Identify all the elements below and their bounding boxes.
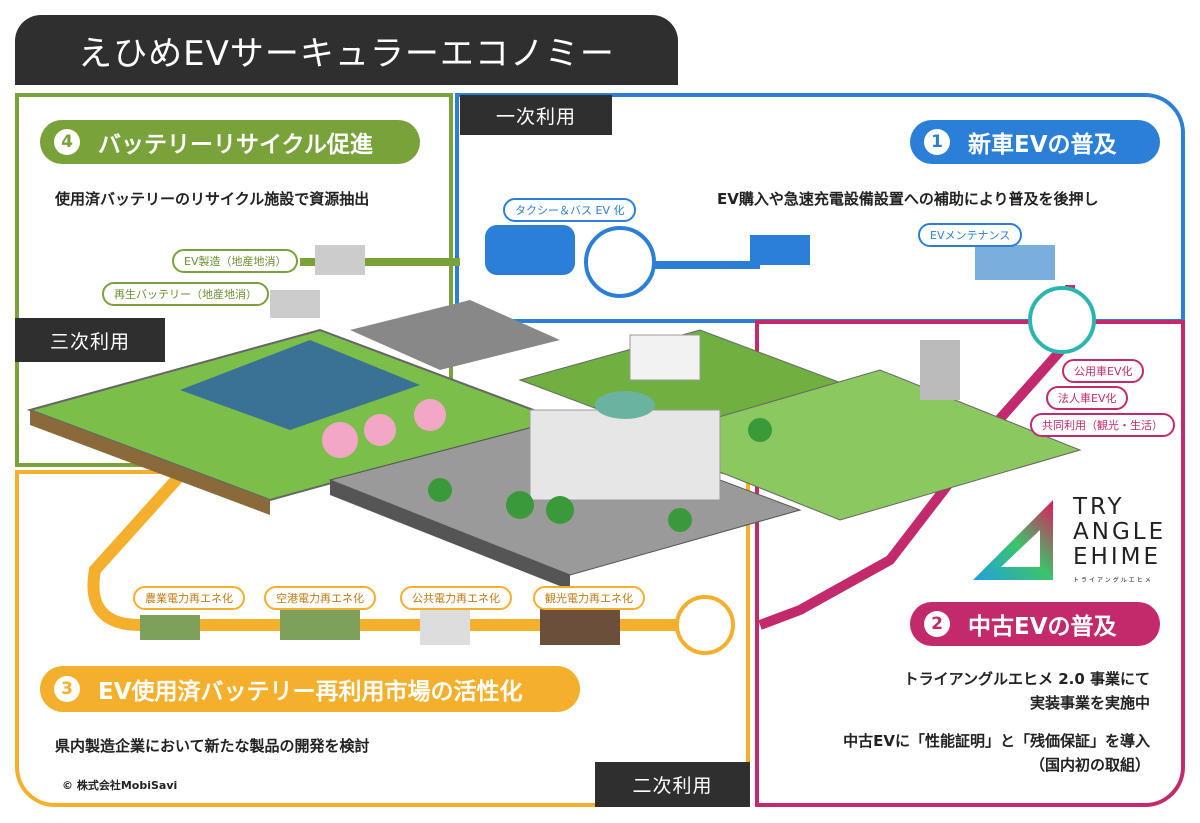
section-2-heading: 2 中古EVの普及 <box>910 602 1160 646</box>
section-number: 1 <box>924 129 950 155</box>
tag-airport-power: 空港電力再エネ化 <box>264 586 376 610</box>
tag-tourism-power: 観光電力再エネ化 <box>533 586 645 610</box>
section-title: 新車EVの普及 <box>968 132 1117 158</box>
stage-tertiary-label: 三次利用 <box>15 318 165 362</box>
apartment <box>920 340 960 400</box>
section-1-desc: EV購入や急速充電設備設置への補助により普及を後押し <box>717 190 1099 208</box>
logo-line: ANGLE <box>1073 519 1167 545</box>
hospital <box>629 334 701 381</box>
section-title: 中古EVの普及 <box>968 614 1117 640</box>
section-title: バッテリーリサイクル促進 <box>98 132 373 158</box>
section-3-heading: 3 EV使用済バッテリー再利用市場の活性化 <box>40 666 580 712</box>
try-angle-ehime-logo: TRY ANGLE EHIME トライアングルエヒメ <box>968 495 1168 590</box>
solar-field <box>180 340 420 430</box>
tag-agri-power: 農業電力再エネ化 <box>133 586 245 610</box>
tag-public-power: 公共電力再エネ化 <box>400 586 512 610</box>
tag-maintenance: EVメンテナンス <box>918 223 1023 247</box>
bus <box>485 225 575 275</box>
tag-public-car: 公用車EV化 <box>1062 359 1145 383</box>
taxi-circle <box>584 226 656 298</box>
section-number: 3 <box>54 676 80 702</box>
orange-arrow <box>87 465 690 631</box>
desc-line: トライアングルエヒメ 2.0 事業にて <box>903 670 1150 688</box>
tag-shared-use: 共同利用（観光・生活） <box>1030 413 1175 437</box>
stage-secondary-label: 二次利用 <box>595 762 750 807</box>
section-2-desc: トライアングルエヒメ 2.0 事業にて 実装事業を実施中 中古EVに「性能証明」… <box>843 667 1150 777</box>
copyright: © 株式会社MobiSavi <box>62 779 178 792</box>
section-4-desc: 使用済バッテリーのリサイクル施設で資源抽出 <box>55 190 370 208</box>
page-title: えひめEVサーキュラーエコノミー <box>15 15 678 85</box>
prefectural-office <box>529 409 721 501</box>
section-4-heading: 4 バッテリーリサイクル促進 <box>40 120 420 164</box>
section-number: 4 <box>54 129 80 155</box>
desc-line: （国内初の取組） <box>1029 756 1150 774</box>
ev-circle <box>1028 286 1096 354</box>
battery-stack <box>140 615 200 640</box>
tag-ev-manufacture: EV製造（地産地消） <box>172 249 299 273</box>
logo-line: TRY <box>1073 494 1125 520</box>
stage-primary-label: 一次利用 <box>460 95 612 135</box>
section-number: 2 <box>924 611 950 637</box>
section-title: EV使用済バッテリー再利用市場の活性化 <box>98 679 523 705</box>
tag-corporate-car: 法人車EV化 <box>1046 386 1129 410</box>
desc-line: 実装事業を実施中 <box>1029 694 1150 712</box>
residential-platform <box>638 369 1082 521</box>
tag-recycled-battery: 再生バッテリー（地産地消） <box>102 282 269 306</box>
desc-line: 中古EVに「性能証明」と「残価保証」を導入 <box>843 732 1150 750</box>
airport-platform <box>350 300 560 370</box>
used-ev-frame <box>755 320 1185 807</box>
section-3-desc: 県内製造企業において新たな製品の開発を検討 <box>55 737 370 755</box>
triangle-logo-icon <box>973 500 1053 580</box>
battery-circle <box>675 595 735 655</box>
logo-line: EHIME <box>1073 544 1161 570</box>
section-1-heading: 1 新車EVの普及 <box>910 120 1160 164</box>
logo-subtitle: トライアングルエヒメ <box>1073 577 1153 584</box>
tag-taxi-bus: タクシー＆バス EV 化 <box>503 198 637 222</box>
